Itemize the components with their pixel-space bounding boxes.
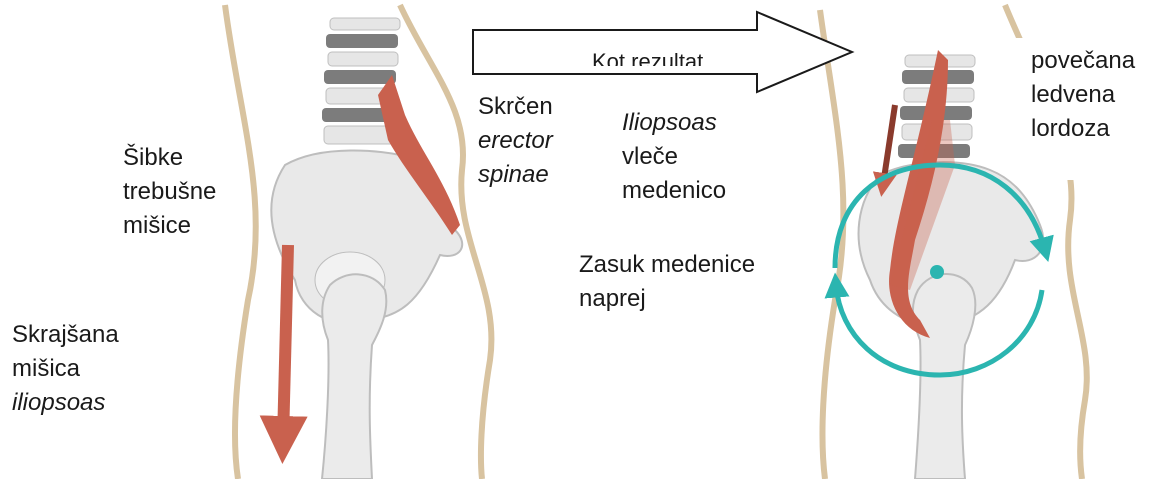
short-iliopsoas-line-2: mišica [12,352,218,386]
erector-spinae-label: Skrčen erector spinae [470,84,578,218]
weak-abs-line-2: trebušne [123,175,185,209]
weak-abs-line-3: mišice [123,209,185,243]
lordosis-line-1: povečana [1031,44,1127,78]
erector-italic-2: spinae [478,161,549,188]
iliopsoas-pulls-line-2: vleče [622,140,755,174]
pelvis-rotation-label: Zasuk medenice naprej [565,236,821,370]
weak-abs-label: Šibke trebušne mišice [90,135,195,278]
left-femur [322,274,386,479]
left-illustration [225,5,491,479]
erector-italic-1: erector [478,127,553,154]
weak-abs-line-1: Šibke [123,141,185,175]
short-iliopsoas-italic: iliopsoas [12,389,105,416]
result-arrow-label: Kot rezultat [592,46,703,66]
short-iliopsoas-label: Skrajšana mišica iliopsoas [0,312,228,450]
pelvis-rotation-line-2: naprej [579,282,811,316]
short-iliopsoas-line-1: Skrajšana [12,318,218,352]
left-iliopsoas-arrow [283,245,288,440]
iliopsoas-pulls-italic: Iliopsoas [622,109,717,136]
lordosis-line-2: ledvena [1031,78,1127,112]
iliopsoas-pulls-label: Iliopsoas vleče medenico [610,100,765,240]
lordosis-line-3: lordoza [1031,112,1127,146]
right-hip-center [930,265,944,279]
pelvis-rotation-line-1: Zasuk medenice [579,248,811,282]
iliopsoas-pulls-line-3: medenico [622,174,755,208]
erector-line-1: Skrčen [478,90,568,124]
lordosis-label: povečana ledvena lordoza [1015,38,1137,180]
